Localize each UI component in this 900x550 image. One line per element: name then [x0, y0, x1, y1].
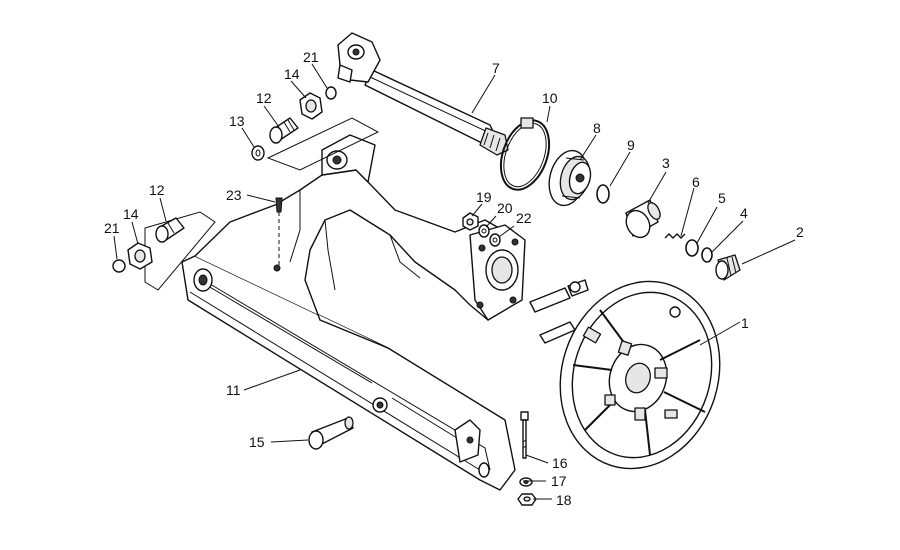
- cap-part-21-lower: [112, 259, 126, 273]
- label-part-22: 22: [516, 210, 532, 226]
- label-part-16: 16: [552, 455, 568, 471]
- drive-shaft-part-7: [337, 32, 509, 156]
- label-part-6: 6: [692, 174, 700, 190]
- assembly-outline-upper: [144, 117, 380, 291]
- nut-part-14-lower: [127, 242, 153, 270]
- part-number-labels: 1 2 3 4 5 6 7 8 9 10 11 12 12 13 14 14 1…: [104, 49, 804, 508]
- ring-part-5: [685, 239, 699, 257]
- label-part-14-upper: 14: [284, 66, 300, 82]
- label-part-7: 7: [492, 60, 500, 76]
- nut-part-14-upper: [299, 92, 323, 120]
- washer-part-17: [519, 477, 533, 487]
- label-part-18: 18: [556, 492, 572, 508]
- washer-part-13: [251, 145, 265, 161]
- ring-part-4: [701, 247, 713, 263]
- label-part-21-lower: 21: [104, 220, 120, 236]
- label-part-1: 1: [741, 315, 749, 331]
- label-part-12-lower: 12: [149, 182, 165, 198]
- spring-part-6: [664, 233, 686, 239]
- nipple-part-23: [275, 197, 283, 265]
- label-part-8: 8: [593, 120, 601, 136]
- boot-part-8: [548, 149, 592, 207]
- label-part-5: 5: [718, 190, 726, 206]
- leader-lines: [113, 63, 796, 500]
- cap-part-21-upper: [325, 86, 337, 100]
- label-part-13: 13: [229, 113, 245, 129]
- label-part-11: 11: [226, 382, 241, 398]
- label-part-15: 15: [249, 434, 265, 450]
- nut-part-19: [462, 212, 479, 231]
- label-part-20: 20: [497, 200, 513, 216]
- label-part-23: 23: [226, 187, 242, 203]
- circlip-part-9: [596, 184, 610, 204]
- washer-part-22: [489, 233, 501, 247]
- label-part-9: 9: [627, 137, 635, 153]
- label-part-21-upper: 21: [303, 49, 319, 65]
- brake-plate-part-1: [529, 279, 721, 470]
- nut-part-18: [517, 493, 537, 506]
- label-part-2: 2: [796, 224, 804, 240]
- swing-arm-part-11: [181, 134, 526, 491]
- label-part-17: 17: [551, 473, 567, 489]
- pinion-part-2: [715, 254, 741, 281]
- clamp-ring-part-10: [499, 117, 551, 191]
- label-part-19: 19: [476, 189, 492, 205]
- pivot-bolt-part-15: [308, 416, 354, 450]
- washer-part-20: [478, 224, 490, 238]
- label-part-10: 10: [542, 90, 558, 106]
- adjuster-part-12-upper: [269, 117, 299, 144]
- label-part-12-upper: 12: [256, 90, 272, 106]
- label-part-3: 3: [662, 155, 670, 171]
- label-part-14-lower: 14: [123, 206, 139, 222]
- sleeve-part-3: [625, 199, 661, 239]
- bolt-part-16: [520, 411, 529, 459]
- label-part-4: 4: [740, 205, 748, 221]
- adjuster-part-12-lower: [155, 217, 185, 243]
